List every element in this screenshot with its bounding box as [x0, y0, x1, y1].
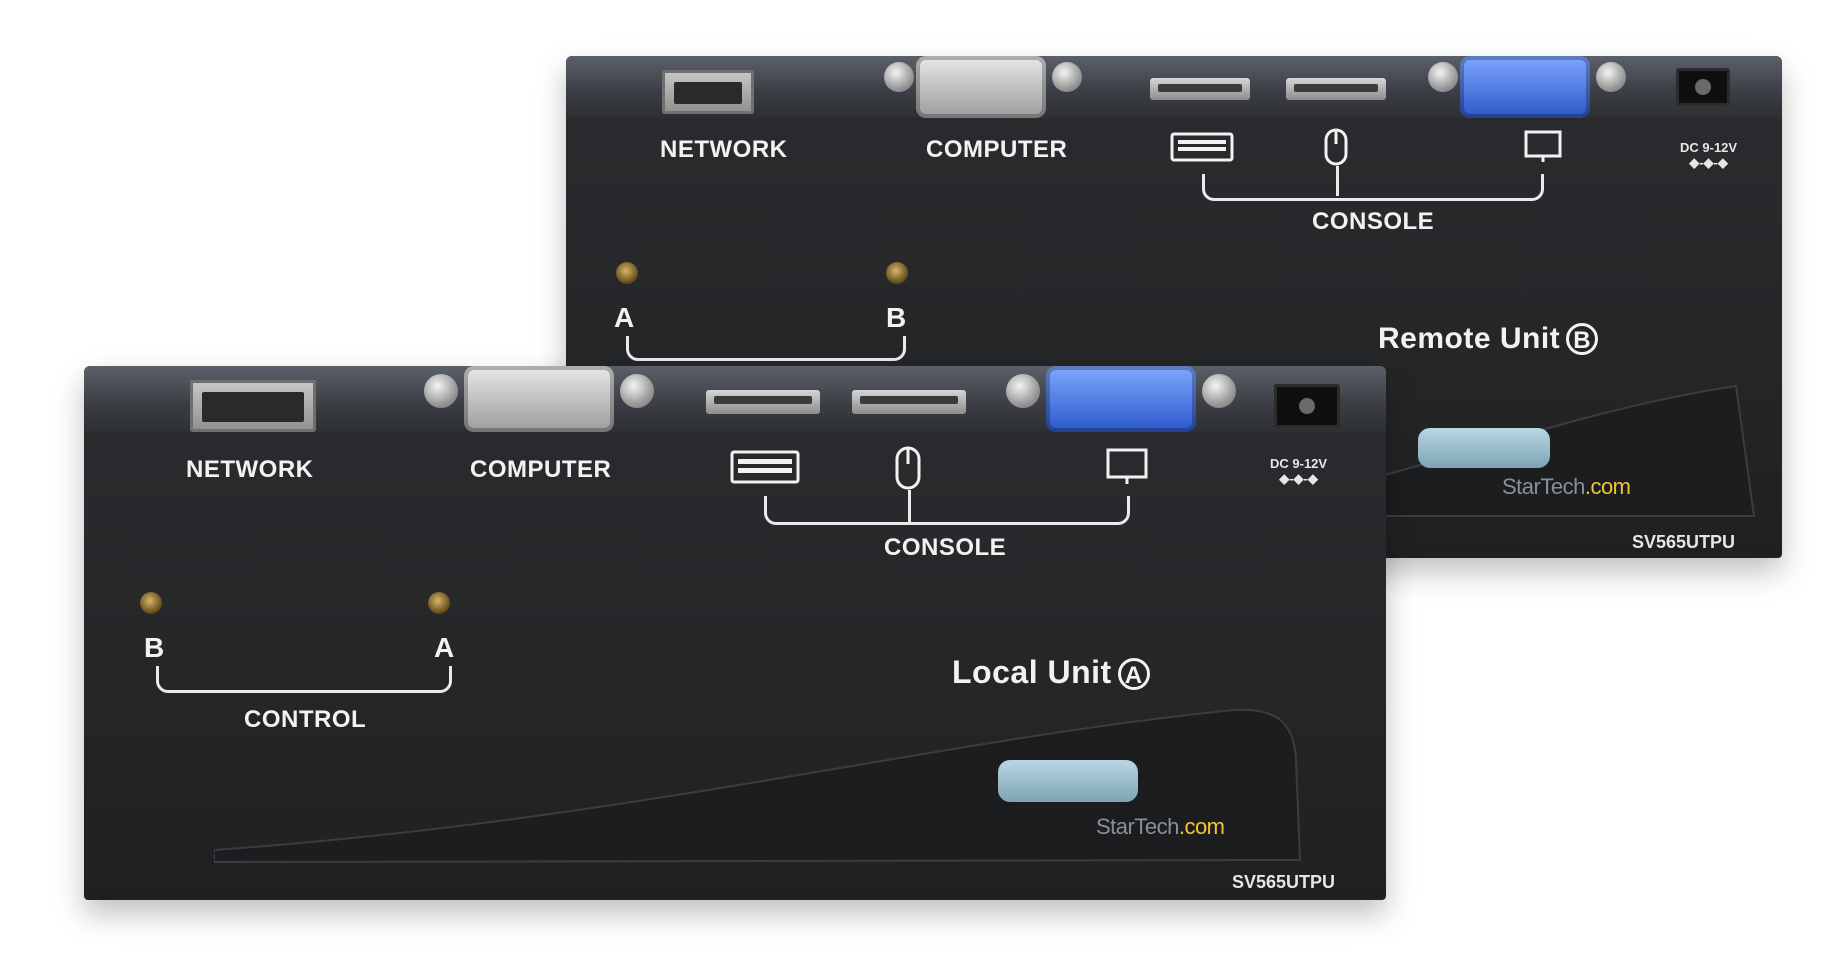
remote-computer-vga-port — [916, 56, 1046, 118]
local-led-b-label: B — [144, 632, 165, 663]
local-computer-vga-port — [464, 366, 614, 432]
remote-led-b — [886, 262, 908, 284]
remote-console-bracket-stem — [1336, 166, 1339, 196]
local-mouse-icon — [895, 446, 921, 490]
local-usb-port-1 — [706, 390, 820, 414]
local-console-screw-left — [1006, 374, 1040, 408]
local-led-a — [428, 592, 450, 614]
local-usb-port-2 — [852, 390, 966, 414]
remote-model-label: SV565UTPU — [1632, 532, 1736, 552]
remote-control-bracket — [626, 336, 906, 361]
local-model-label: SV565UTPU — [1232, 872, 1336, 892]
local-keyboard-icon — [730, 450, 800, 484]
local-control-label: CONTROL — [244, 706, 367, 733]
remote-power-button — [1418, 428, 1550, 468]
local-console-screw-right — [1202, 374, 1236, 408]
remote-network-port — [662, 70, 754, 114]
local-unit-title-text: Local Unit — [952, 654, 1112, 690]
remote-dc-port — [1676, 68, 1730, 106]
local-dc-label: DC 9-12V ◆-◆-◆ — [1270, 456, 1327, 486]
remote-usb-port-2 — [1286, 78, 1386, 100]
local-brand-name: StarTech — [1096, 814, 1179, 839]
local-unit-letter: A — [1117, 658, 1150, 690]
local-console-bracket — [764, 496, 1130, 525]
remote-unit-title-text: Remote Unit — [1378, 322, 1561, 355]
remote-dc-symbol: ◆-◆-◆ — [1689, 155, 1728, 170]
local-computer-screw-left — [424, 374, 458, 408]
remote-brand-logo: StarTech.com — [1502, 474, 1631, 500]
remote-dc-voltage-label: DC 9-12V — [1680, 140, 1738, 155]
remote-network-label: NETWORK — [660, 136, 788, 163]
local-network-port — [190, 380, 316, 432]
local-dc-symbol: ◆-◆-◆ — [1279, 471, 1318, 486]
local-computer-label: COMPUTER — [470, 456, 612, 483]
remote-console-vga-port — [1460, 56, 1590, 118]
local-console-bracket-stem — [908, 490, 911, 522]
remote-led-b-label: B — [886, 302, 907, 333]
local-computer-screw-right — [620, 374, 654, 408]
local-network-label: NETWORK — [186, 456, 314, 483]
remote-brand-suffix: .com — [1584, 474, 1631, 499]
local-swoosh-panel — [214, 708, 1302, 864]
remote-computer-screw-left — [884, 62, 914, 92]
local-monitor-icon — [1106, 448, 1148, 484]
remote-led-a — [616, 262, 638, 284]
remote-led-a-label: A — [614, 302, 635, 333]
remote-console-screw-right — [1596, 62, 1626, 92]
remote-computer-screw-right — [1052, 62, 1082, 92]
local-console-label: CONSOLE — [884, 534, 1007, 561]
remote-console-bracket — [1202, 174, 1544, 201]
local-dc-voltage-label: DC 9-12V — [1270, 456, 1328, 471]
remote-console-label: CONSOLE — [1312, 208, 1435, 235]
local-brand-suffix: .com — [1178, 814, 1225, 839]
remote-brand-name: StarTech — [1502, 474, 1585, 499]
local-led-a-label: A — [434, 632, 455, 663]
local-power-button — [998, 760, 1138, 802]
local-brand-logo: StarTech.com — [1096, 814, 1225, 840]
local-unit: NETWORK COMPUTER CONSOLE DC 9-12V ◆-◆-◆ … — [84, 366, 1386, 900]
remote-dc-label: DC 9-12V ◆-◆-◆ — [1680, 140, 1737, 170]
remote-keyboard-icon — [1170, 132, 1234, 162]
local-led-b — [140, 592, 162, 614]
remote-unit-letter: B — [1566, 323, 1599, 355]
local-console-vga-port — [1046, 366, 1196, 432]
local-control-bracket — [156, 666, 452, 693]
remote-mouse-icon — [1324, 128, 1348, 166]
remote-usb-port-1 — [1150, 78, 1250, 100]
remote-monitor-icon — [1524, 130, 1562, 162]
remote-console-screw-left — [1428, 62, 1458, 92]
local-dc-port — [1274, 384, 1340, 428]
remote-computer-label: COMPUTER — [926, 136, 1068, 163]
